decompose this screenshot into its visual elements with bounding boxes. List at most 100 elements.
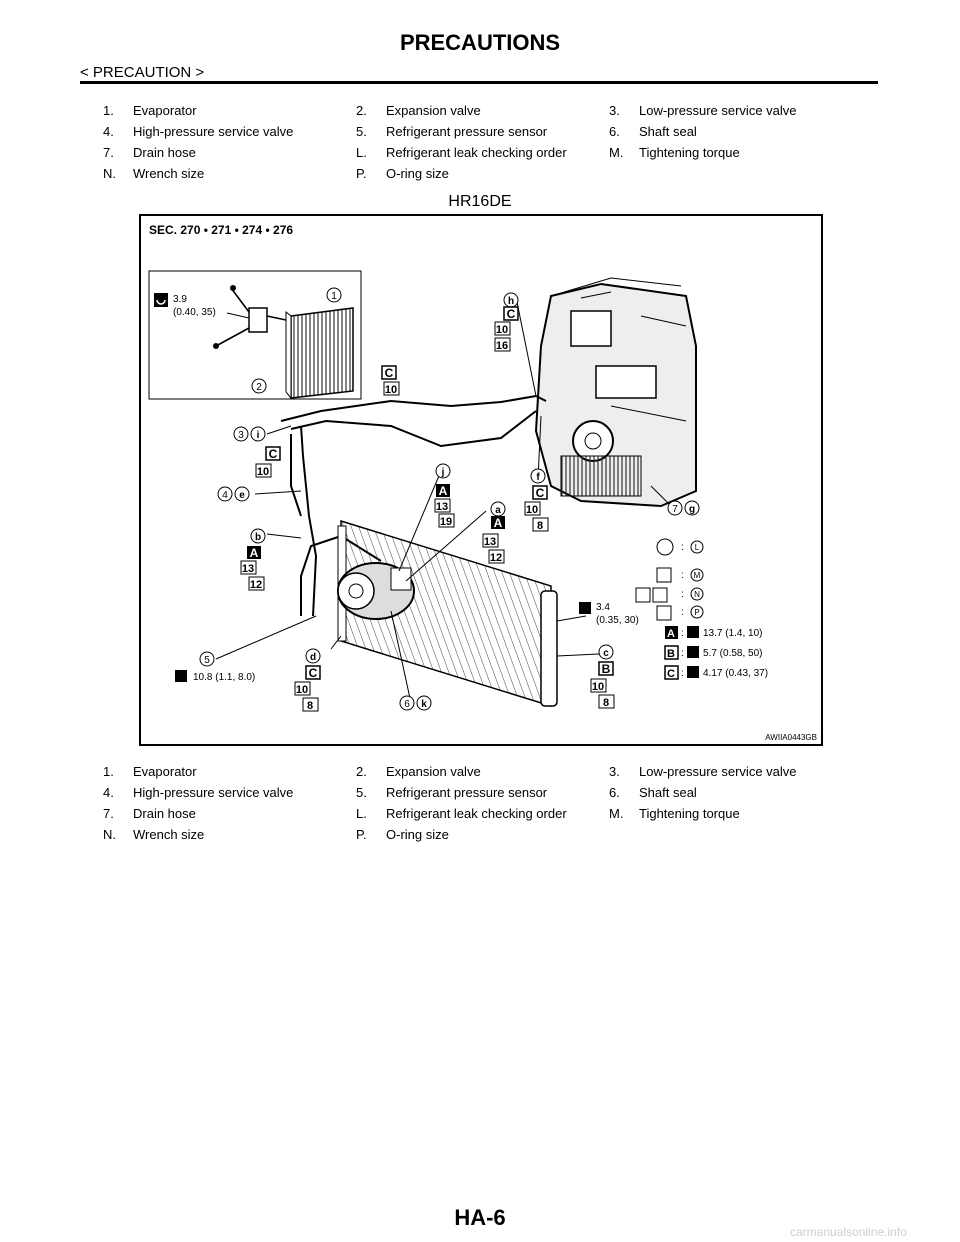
receiver-torque-detail: (0.35, 30)	[596, 615, 639, 626]
legend-number: 1.	[103, 103, 114, 118]
svg-text:A: A	[439, 484, 448, 498]
legend-row: N.Wrench size P.O-ring size	[103, 163, 862, 184]
legend-row: 7.Drain hose L.Refrigerant leak checking…	[103, 803, 862, 824]
callout-circle	[326, 287, 342, 303]
legend-bottom: 1.Evaporator 2.Expansion valve 3.Low-pre…	[103, 761, 862, 845]
svg-text:13: 13	[242, 563, 254, 575]
page-number: HA-6	[454, 1205, 506, 1230]
svg-text:N: N	[694, 590, 700, 599]
legend-number: P.	[356, 166, 367, 181]
symbol-key: : L : M : N : P A : 13.7 (1.4, 10) B : 5…	[635, 538, 768, 680]
page-title: PRECAUTIONS	[399, 30, 561, 55]
legend-number: 6.	[609, 124, 620, 139]
svg-text:A: A	[250, 546, 259, 560]
svg-text::: :	[681, 628, 684, 639]
svg-text:13: 13	[484, 536, 496, 548]
callout-2: 2	[256, 382, 262, 393]
legend-text: Expansion valve	[386, 764, 481, 779]
svg-text:C: C	[536, 486, 545, 500]
legend-row: 7.Drain hose L.Refrigerant leak checking…	[103, 142, 862, 163]
liquid-tank	[540, 590, 558, 707]
callout-circle	[305, 648, 321, 664]
callout-b: b	[255, 532, 261, 543]
legend-text: Evaporator	[133, 764, 197, 779]
legend-number: 4.	[103, 124, 114, 139]
legend-text: Refrigerant pressure sensor	[386, 124, 548, 139]
callout-circle	[250, 426, 266, 442]
svg-text:C: C	[507, 307, 516, 321]
legend-row: 1.Evaporator 2.Expansion valve 3.Low-pre…	[103, 761, 862, 782]
ac-system-diagram: SEC. 270 • 271 • 274 • 276 3.9 (0.40, 35…	[139, 214, 823, 746]
item-callouts: 1 2 3 4 5 6 7	[199, 287, 683, 711]
svg-text:C: C	[667, 668, 675, 680]
compressor	[337, 562, 415, 620]
receiver-torque: 3.4	[596, 602, 610, 613]
legend-number: 5.	[356, 785, 367, 800]
callout-d: d	[310, 652, 316, 663]
torque-icon	[175, 670, 187, 682]
callout-6: 6	[404, 699, 410, 710]
torque-icon	[579, 602, 591, 614]
svg-text::: :	[681, 542, 684, 553]
legend-number: L.	[356, 145, 367, 160]
legend-text: Wrench size	[133, 827, 205, 842]
svg-text:B: B	[602, 662, 611, 676]
svg-text:10: 10	[592, 681, 604, 693]
svg-text::: :	[681, 607, 684, 618]
torque-icon	[154, 293, 168, 307]
legend-number: 7.	[103, 145, 114, 160]
callout-circle	[233, 426, 249, 442]
legend-number: N.	[103, 166, 116, 181]
legend-text: Evaporator	[133, 103, 197, 118]
svg-text:P: P	[694, 608, 699, 617]
legend-text: Drain hose	[133, 145, 196, 160]
legend-text: Shaft seal	[639, 124, 697, 139]
callout-circle	[684, 500, 700, 516]
svg-text:C: C	[309, 666, 318, 680]
legend-number: P.	[356, 827, 367, 842]
legend-row: 4.High-pressure service valve 5.Refriger…	[103, 782, 862, 803]
legend-text: O-ring size	[386, 827, 449, 842]
svg-text:12: 12	[490, 552, 502, 564]
legend-text: Shaft seal	[639, 785, 697, 800]
callout-circle	[416, 695, 432, 711]
svg-text:L: L	[695, 543, 700, 552]
legend-text: Low-pressure service valve	[639, 103, 797, 118]
callout-circle	[217, 486, 233, 502]
legend-text: Expansion valve	[386, 103, 481, 118]
svg-text:A: A	[494, 516, 503, 530]
sensor-torque: 10.8 (1.1, 8.0)	[193, 672, 255, 683]
callout-5: 5	[204, 655, 210, 666]
legend-number: 2.	[356, 103, 367, 118]
inset-torque: 3.9	[173, 294, 187, 305]
legend-text: Tightening torque	[639, 806, 740, 821]
callout-circle	[435, 463, 451, 479]
legend-text: Refrigerant leak checking order	[386, 806, 567, 821]
callout-circle	[199, 651, 215, 667]
svg-text:5.7 (0.58, 50): 5.7 (0.58, 50)	[703, 648, 762, 659]
svg-text:10: 10	[385, 384, 397, 396]
callout-1: 1	[331, 291, 337, 302]
svg-text:8: 8	[603, 697, 609, 709]
svg-text:13: 13	[436, 501, 448, 513]
svg-text:8: 8	[537, 520, 543, 532]
legend-row: 4.High-pressure service valve 5.Refriger…	[103, 121, 862, 142]
callout-circle	[598, 644, 614, 660]
callout-c: c	[603, 648, 609, 659]
watermark: carmanualsonline.info	[790, 1225, 907, 1239]
sec-label: SEC. 270 • 271 • 274 • 276	[149, 223, 293, 237]
evaporator-core	[285, 307, 354, 400]
callout-circle	[250, 528, 266, 544]
legend-number: M.	[609, 806, 624, 821]
callout-circle	[251, 378, 267, 394]
callout-g: g	[689, 504, 695, 515]
inset-frame	[148, 270, 362, 400]
legend-number: 7.	[103, 806, 114, 821]
legend-text: Tightening torque	[639, 145, 740, 160]
svg-text:10: 10	[296, 684, 308, 696]
callout-circle	[399, 695, 415, 711]
legend-text: Low-pressure service valve	[639, 764, 797, 779]
svg-text:C: C	[269, 447, 278, 461]
svg-text:13.7 (1.4, 10): 13.7 (1.4, 10)	[703, 628, 762, 639]
legend-text: Wrench size	[133, 166, 205, 181]
